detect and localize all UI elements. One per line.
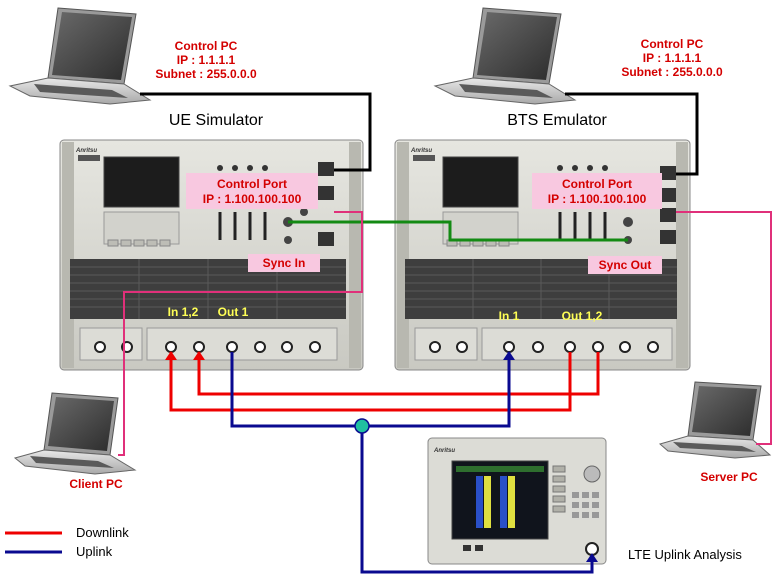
server-pc-label: Server PC xyxy=(700,470,758,484)
client-pc-laptop xyxy=(13,392,137,475)
control-pc-left-title: Control PC xyxy=(175,39,238,53)
bts-sync-out-label: Sync Out xyxy=(599,258,652,272)
ue-control-port-label-bg xyxy=(186,173,318,209)
ue-control-ip-label: IP : 1.100.100.100 xyxy=(203,192,302,206)
splitter-junction xyxy=(354,418,370,434)
control-cable-bts xyxy=(565,92,699,176)
control-pc-right-laptop xyxy=(433,7,577,105)
control-pc-left-laptop xyxy=(8,7,152,105)
sync-cable xyxy=(288,220,628,242)
legend: Downlink Uplink xyxy=(5,525,129,559)
control-pc-left-subnet: Subnet : 255.0.0.0 xyxy=(155,67,257,81)
ethernet-cable-client xyxy=(118,211,363,456)
bts-sync-label-bg xyxy=(588,256,662,274)
ue-sync-label-bg xyxy=(248,254,320,272)
bts-brand-logo: Anritsu xyxy=(410,148,432,154)
ue-control-port-label: Control Port xyxy=(217,177,287,191)
ue-port-in-label: In 1,2 xyxy=(168,305,199,319)
bts-port-out-label: Out 1,2 xyxy=(562,309,603,323)
ethernet-cable-server xyxy=(676,211,772,445)
downlink-arrow-in-2 xyxy=(193,351,205,360)
client-pc-label: Client PC xyxy=(69,477,123,491)
bts-port-in-label: In 1 xyxy=(499,309,520,323)
control-cable-ue xyxy=(140,92,372,172)
control-pc-left-ip: IP : 1.1.1.1 xyxy=(177,53,236,67)
legend-downlink-label: Downlink xyxy=(76,525,129,540)
ue-brand-logo: Anritsu xyxy=(75,148,97,154)
server-pc-laptop xyxy=(658,381,772,459)
uplink-cable-main xyxy=(230,352,511,428)
uplink-arrow-analyzer xyxy=(586,553,598,562)
ue-port-out-label: Out 1 xyxy=(218,305,249,319)
analyzer-device xyxy=(427,437,607,565)
bts-emulator-title: BTS Emulator xyxy=(507,112,607,129)
legend-uplink-label: Uplink xyxy=(76,544,113,559)
bts-control-port-label-bg xyxy=(532,173,662,209)
control-pc-right-ip: IP : 1.1.1.1 xyxy=(643,51,702,65)
analyzer-brand-logo: Anritsu xyxy=(433,448,455,454)
control-pc-right-subnet: Subnet : 255.0.0.0 xyxy=(621,65,723,79)
ue-sync-in-label: Sync In xyxy=(263,256,306,270)
analyzer-label: LTE Uplink Analysis xyxy=(628,547,742,562)
ue-simulator-title: UE Simulator xyxy=(169,112,264,129)
uplink-cable-analyzer xyxy=(360,426,594,574)
downlink-arrow-in-1 xyxy=(165,351,177,360)
downlink-cable-2 xyxy=(197,352,600,396)
bts-control-ip-label: IP : 1.100.100.100 xyxy=(548,192,647,206)
downlink-cable-1 xyxy=(169,352,572,412)
control-pc-right-title: Control PC xyxy=(641,37,704,51)
uplink-arrow-in-1 xyxy=(503,351,515,360)
bts-control-port-label: Control Port xyxy=(562,177,632,191)
